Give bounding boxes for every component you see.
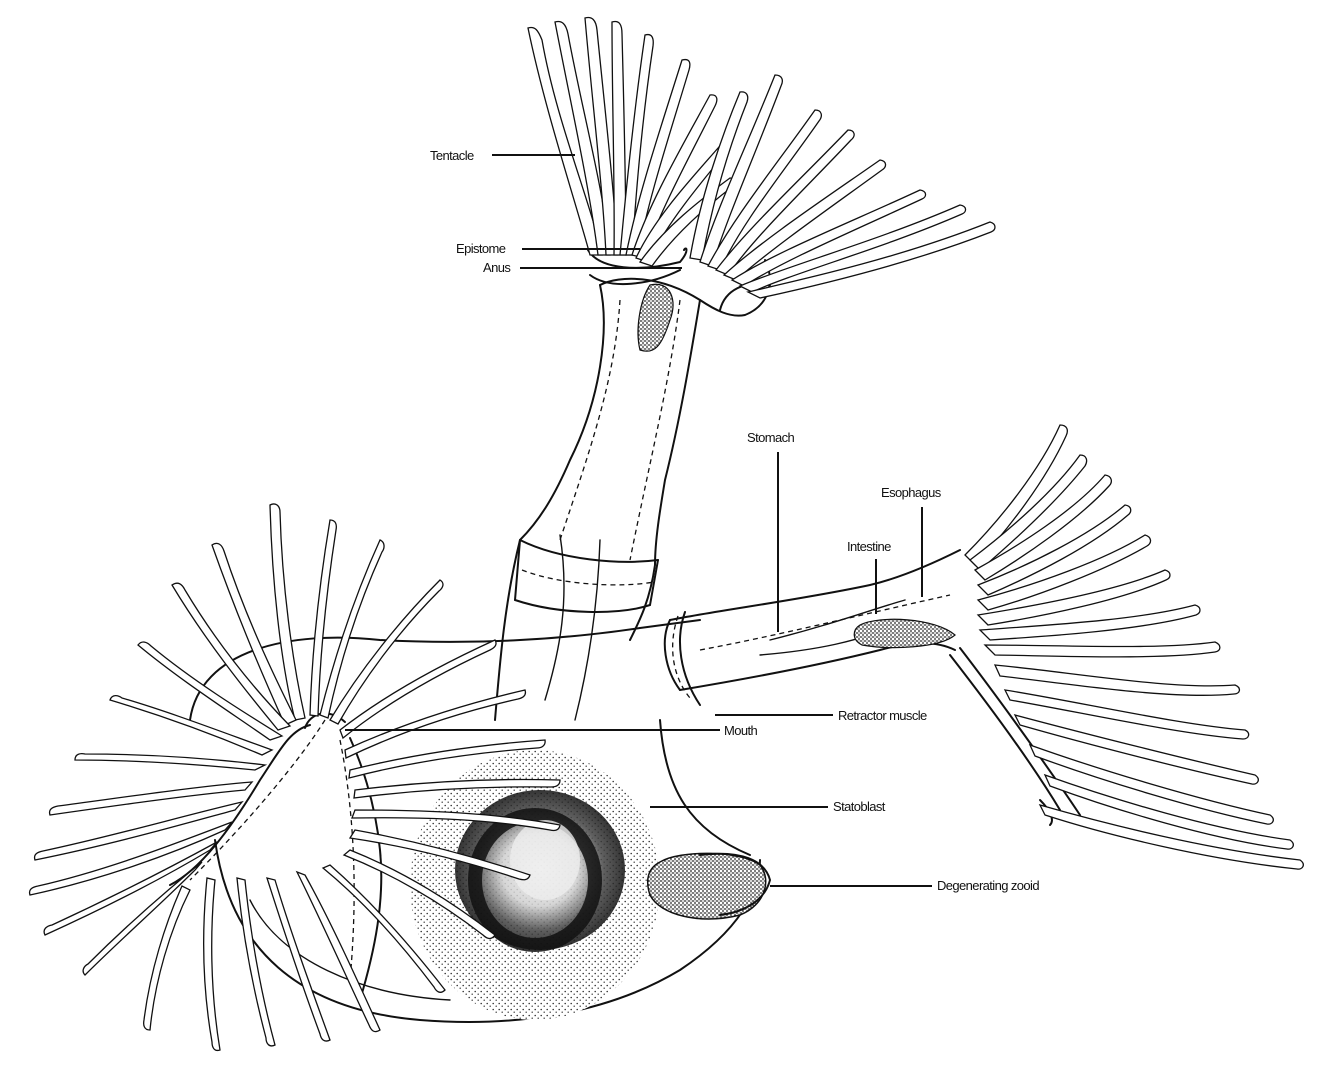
label-statoblast: Statoblast bbox=[650, 799, 886, 814]
svg-text:Statoblast: Statoblast bbox=[833, 799, 886, 814]
label-intestine: Intestine bbox=[847, 539, 891, 614]
svg-text:Mouth: Mouth bbox=[724, 723, 758, 738]
svg-text:Anus: Anus bbox=[483, 260, 511, 275]
svg-text:Stomach: Stomach bbox=[747, 430, 794, 445]
svg-text:Retractor muscle: Retractor muscle bbox=[838, 708, 927, 723]
svg-text:Tentacle: Tentacle bbox=[430, 148, 474, 163]
upper-zooid-stalk bbox=[495, 284, 700, 720]
label-stomach: Stomach bbox=[747, 430, 794, 632]
label-tentacle: Tentacle bbox=[430, 148, 575, 163]
svg-text:Esophagus: Esophagus bbox=[881, 485, 942, 500]
upper-lophophore bbox=[528, 18, 995, 316]
label-retractor-muscle: Retractor muscle bbox=[715, 708, 927, 723]
statoblast bbox=[410, 750, 660, 1020]
upper-right-tentacles bbox=[690, 75, 995, 298]
svg-text:Degenerating zooid: Degenerating zooid bbox=[937, 878, 1039, 893]
right-zooid-tentacles bbox=[965, 425, 1303, 869]
label-degenerating-zooid: Degenerating zooid bbox=[770, 878, 1039, 893]
svg-text:Epistome: Epistome bbox=[456, 241, 506, 256]
degenerating-zooid bbox=[648, 853, 770, 919]
svg-text:Intestine: Intestine bbox=[847, 539, 891, 554]
right-zooid bbox=[665, 425, 1303, 869]
